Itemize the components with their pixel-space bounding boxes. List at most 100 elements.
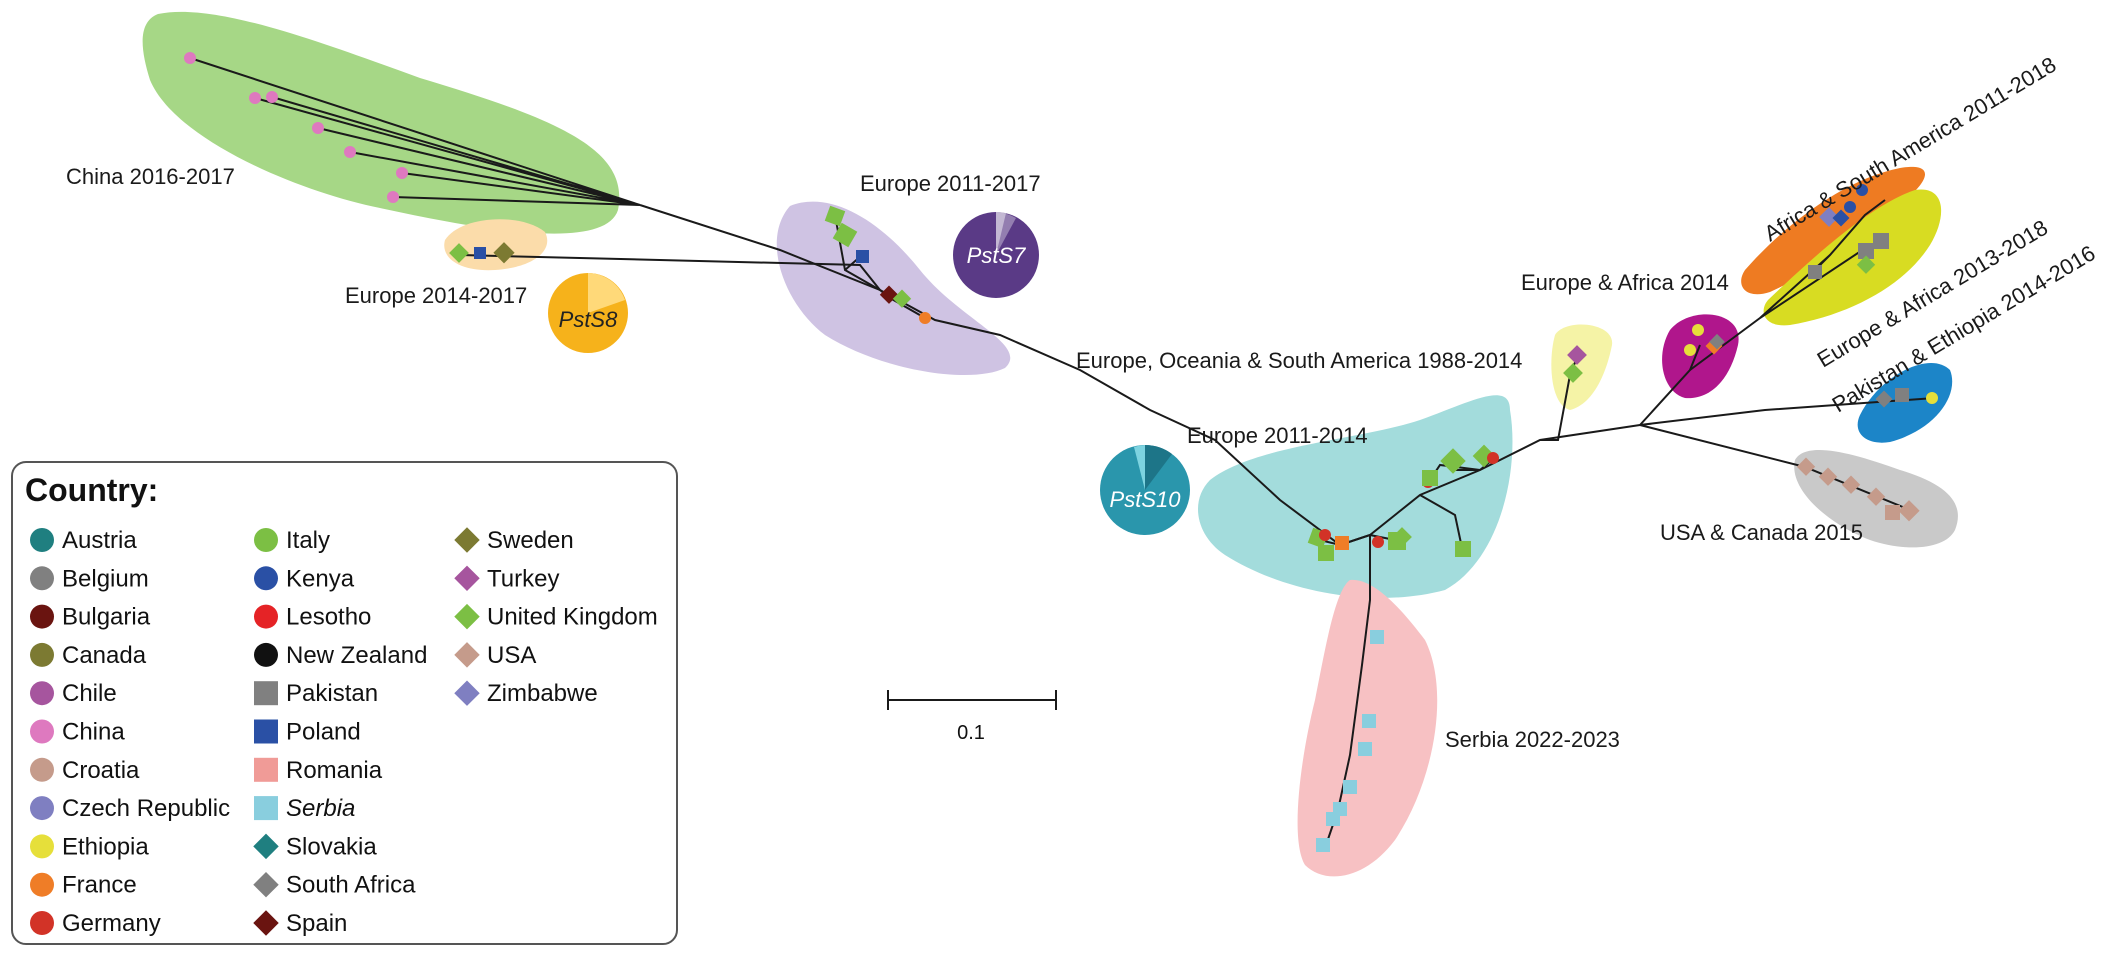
legend-label-south-africa: South Africa (286, 872, 416, 899)
legend-marker-united-kingdom (454, 603, 480, 630)
legend-marker-zimbabwe (454, 680, 480, 706)
tip-italy (1422, 470, 1438, 486)
tip-serbia (1358, 742, 1372, 756)
branch-europe-2014-2017 (459, 254, 881, 291)
legend-label-serbia: Serbia (286, 795, 355, 822)
legend-marker-pakistan (254, 681, 278, 706)
pie-psts7-slice (996, 212, 1016, 255)
tip-ethiopia (1692, 324, 1704, 336)
legend-marker-slovakia (253, 833, 279, 860)
legend-label-chile: Chile (62, 680, 117, 707)
legend-items: AustriaBelgiumBulgariaCanadaChileChinaCr… (30, 527, 658, 937)
legend-label-turkey: Turkey (487, 565, 559, 592)
legend-marker-croatia (30, 757, 54, 782)
tip-ethiopia (1926, 392, 1938, 404)
cluster-hull-europe-2011-2014 (1198, 395, 1513, 598)
legend-label-slovakia: Slovakia (286, 833, 377, 860)
tip-germany (1487, 452, 1499, 464)
pie-psts7-label: PstS7 (967, 243, 1026, 268)
tip-united-kingdom (1856, 255, 1876, 274)
legend-label-austria: Austria (62, 527, 137, 554)
tip-france (919, 312, 931, 324)
cluster-hull-europe-2011-2017 (776, 201, 1011, 376)
cluster-hull-pakistan-ethiopia (1857, 362, 1953, 443)
tip-zimbabwe (1819, 207, 1839, 227)
pie-psts7-disc (953, 212, 1039, 298)
legend-label-belgium: Belgium (62, 565, 149, 592)
cluster-hull-africa-south-america (1741, 166, 1925, 295)
legend-label-ethiopia: Ethiopia (62, 833, 149, 860)
legend-label-sweden: Sweden (487, 527, 574, 554)
cluster-hull-europe-oceania-south-america (1551, 324, 1613, 410)
legend-marker-italy (254, 528, 278, 552)
legend-marker-spain (253, 910, 279, 936)
tip-serbia (1370, 630, 1384, 644)
legend-marker-germany (30, 911, 54, 935)
tip-usa (1866, 487, 1886, 506)
tip-germany (1319, 529, 1331, 541)
legend-label-italy: Italy (286, 527, 330, 554)
tip-pakistan (1895, 388, 1909, 402)
legend-label-spain: Spain (286, 910, 347, 937)
legend-marker-austria (30, 528, 54, 552)
legend-marker-bulgaria (30, 604, 54, 629)
legend-marker-czech-republic (30, 796, 54, 821)
tip-germany (1372, 536, 1384, 548)
legend-marker-south-africa (253, 871, 279, 898)
cluster-label-europe-2011-2014: Europe 2011-2014 (1187, 423, 1368, 448)
legend-marker-kenya (254, 566, 278, 591)
cluster-label-europe-africa-2014: Europe & Africa 2014 (1521, 270, 1729, 295)
legend-marker-new-zealand (254, 642, 278, 667)
legend-marker-ethiopia (30, 834, 54, 859)
scale-bar-label: 0.1 (957, 722, 985, 744)
pie-psts8: PstS8 (548, 273, 628, 353)
tip-china (266, 91, 278, 103)
tip-poland (474, 247, 486, 259)
legend-marker-serbia (254, 796, 278, 821)
tip-usa (1818, 467, 1838, 486)
legend-label-lesotho: Lesotho (286, 604, 371, 631)
legend-title: Country: (25, 472, 158, 508)
tip-china (344, 146, 356, 158)
cluster-label-europe-2011-2017: Europe 2011-2017 (860, 171, 1041, 196)
legend-label-bulgaria: Bulgaria (62, 604, 151, 631)
legend-label-pakistan: Pakistan (286, 680, 378, 707)
tip-poland (856, 250, 869, 263)
legend-label-china: China (62, 719, 125, 746)
tip-italy (824, 205, 846, 227)
tip-china (312, 122, 324, 134)
tip-romania (1885, 505, 1900, 520)
legend-marker-lesotho (254, 604, 278, 629)
tip-ethiopia (1684, 344, 1696, 356)
pie-psts10: PstS10 (1100, 445, 1190, 535)
cluster-hull-china (142, 11, 620, 234)
tip-italy (832, 222, 858, 248)
legend-marker-chile (30, 681, 54, 706)
legend-label-usa: USA (487, 642, 536, 669)
legend-marker-usa (454, 642, 480, 668)
tip-pakistan (1808, 265, 1822, 279)
tip-sweden (493, 242, 515, 264)
legend-label-united-kingdom: United Kingdom (487, 604, 658, 631)
cluster-label-usa-canada: USA & Canada 2015 (1660, 520, 1863, 545)
legend-marker-france (30, 872, 54, 897)
cluster-hull-serbia (1297, 579, 1438, 877)
tip-markers (184, 52, 1938, 852)
tip-pakistan (1858, 243, 1874, 259)
tip-kenya (1844, 201, 1856, 213)
cluster-label-europe-2014-2017: Europe 2014-2017 (345, 283, 527, 308)
tip-usa (1841, 475, 1861, 494)
cluster-hull-europe-africa-2014 (1662, 314, 1739, 399)
scale-bar: 0.1 (887, 690, 1057, 744)
legend-label-romania: Romania (286, 757, 383, 784)
legend-label-canada: Canada (62, 642, 147, 669)
legend-marker-china (30, 719, 54, 744)
pie-psts10-label: PstS10 (1110, 487, 1182, 512)
cluster-label-europe-oceania-south-america: Europe, Oceania & South America 1988-201… (1076, 348, 1522, 373)
legend-label-france: France (62, 872, 137, 899)
tip-kenya (1856, 184, 1868, 196)
tip-serbia (1316, 838, 1330, 852)
legend-label-germany: Germany (62, 910, 161, 937)
legend-marker-sweden (454, 527, 480, 553)
